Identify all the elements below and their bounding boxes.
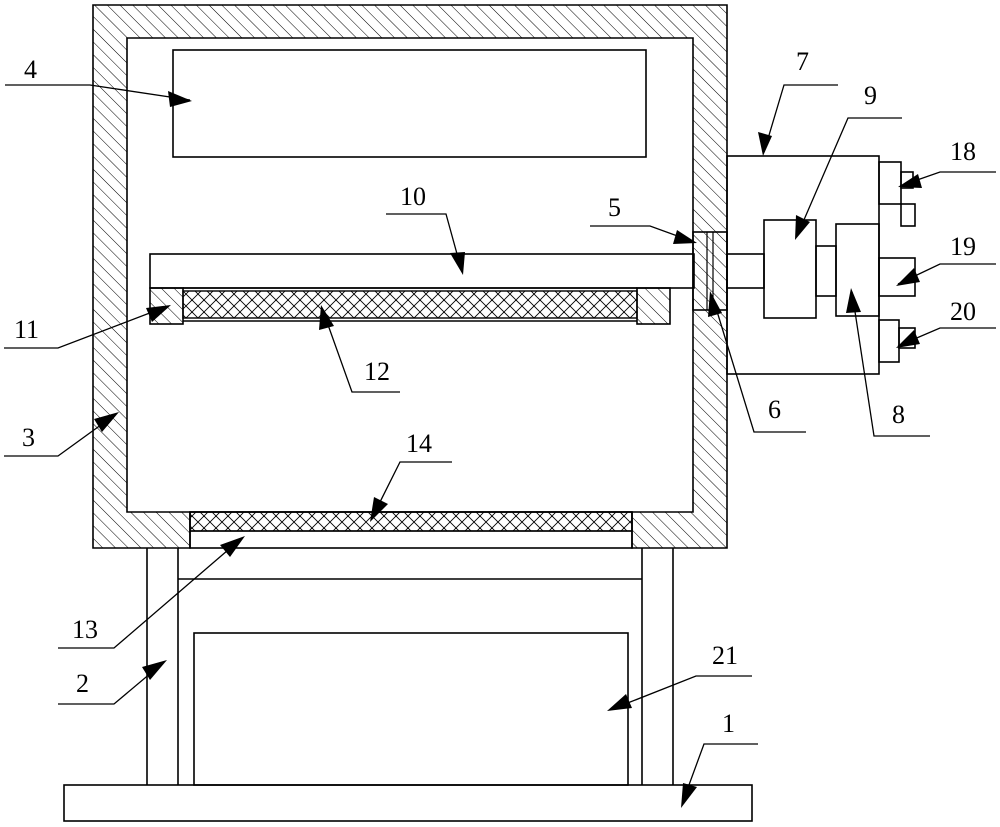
label-10: 10 — [400, 182, 426, 211]
label-11: 11 — [14, 315, 39, 344]
label-13: 13 — [72, 615, 98, 644]
label-14: 14 — [406, 429, 432, 458]
control-components — [878, 161, 916, 363]
motor — [835, 223, 880, 317]
label-5: 5 — [608, 193, 621, 222]
label-4: 4 — [24, 55, 37, 84]
callouts: 4 7 9 18 10 5 19 20 11 — [4, 47, 996, 808]
housing-wall — [92, 4, 728, 549]
motor-housing — [726, 155, 880, 375]
label-20: 20 — [950, 297, 976, 326]
label-19: 19 — [950, 232, 976, 261]
label-3: 3 — [22, 423, 35, 452]
label-6: 6 — [768, 395, 781, 424]
coupling-shaft — [815, 245, 837, 297]
label-21: 21 — [712, 641, 738, 670]
top-panel — [172, 49, 647, 158]
rotating-bar — [149, 253, 695, 289]
brush-mesh — [182, 290, 638, 319]
label-12: 12 — [364, 357, 390, 386]
coupling — [763, 219, 817, 319]
label-2: 2 — [76, 669, 89, 698]
label-8: 8 — [892, 400, 905, 429]
shaft — [726, 253, 765, 289]
base-plate — [63, 784, 753, 822]
label-1: 1 — [722, 709, 735, 738]
label-9: 9 — [864, 81, 877, 110]
brush-holder-right — [636, 287, 671, 325]
support-frame — [146, 548, 674, 785]
label-18: 18 — [950, 137, 976, 166]
label-7: 7 — [796, 47, 809, 76]
collection-drawer — [193, 632, 629, 786]
bottom-filter-mesh — [189, 511, 633, 532]
